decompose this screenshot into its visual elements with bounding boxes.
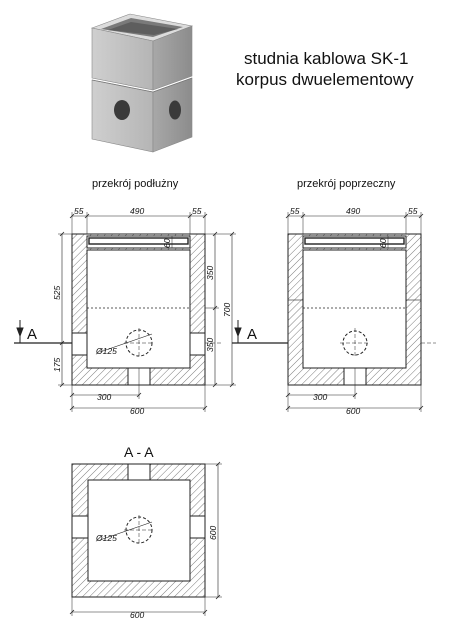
plan-dimension-labels: A - A Ø125 600 600 [95, 444, 218, 620]
section-mark-longitudinal: A [27, 326, 37, 343]
plan-label: A - A [124, 444, 154, 460]
t-dim-bottom-half: 300 [313, 392, 327, 402]
dim-right-total: 700 [222, 303, 232, 317]
lower-element-3d [91, 77, 193, 153]
transverse-dimension-labels: 55 490 55 60 300 600 A [247, 206, 418, 416]
drawing-title: studnia kablowa SK-1 [244, 49, 409, 68]
view-label-transverse: przekrój poprzeczny [297, 178, 396, 190]
side-opening-right [189, 332, 206, 356]
dim-bottom-total: 600 [130, 406, 144, 416]
lid-recess-transverse [302, 235, 407, 249]
plan-view [69, 461, 222, 616]
pipe-opening-side-3d [169, 100, 181, 120]
drawing-subtitle: korpus dwuelementowy [236, 70, 414, 89]
longitudinal-dimension-labels: 55 490 55 60 525 175 350 350 700 Ø125 30… [27, 206, 232, 416]
wall-hatch-transverse [287, 233, 422, 386]
wall-hatch-longitudinal [71, 233, 206, 386]
t-dim-bottom-total: 600 [346, 406, 360, 416]
section-mark-transverse: A [247, 326, 257, 343]
dim-right-bottom: 350 [205, 338, 215, 352]
upper-element-3d [90, 13, 194, 91]
side-opening-left [71, 332, 88, 356]
plan-dim-right: 600 [208, 526, 218, 540]
longitudinal-section [14, 212, 236, 412]
plan-right-opening [189, 515, 206, 539]
t-dim-top-right: 55 [408, 206, 418, 216]
pipe-opening-front-3d [114, 100, 130, 120]
dim-lid: 60 [162, 238, 172, 248]
plan-top-opening [127, 463, 151, 481]
lid-recess [86, 235, 191, 249]
plan-dim-bottom: 600 [130, 610, 144, 620]
transverse-section [232, 212, 436, 412]
dim-top-mid: 490 [130, 206, 144, 216]
dim-top-right: 55 [192, 206, 202, 216]
view-label-longitudinal: przekrój podłużny [92, 178, 179, 190]
dim-top-left: 55 [74, 206, 84, 216]
t-dim-lid: 60 [378, 238, 388, 248]
dim-left-bottom: 175 [52, 358, 62, 372]
dim-left-total: 525 [52, 286, 62, 300]
t-dim-top-left: 55 [290, 206, 300, 216]
dim-right-top: 350 [205, 266, 215, 280]
plan-left-opening [71, 515, 89, 539]
dim-bottom-half: 300 [97, 392, 111, 402]
plan-dim-pipe: Ø125 [95, 533, 117, 543]
dim-pipe: Ø125 [95, 346, 117, 356]
t-dim-top-mid: 490 [346, 206, 360, 216]
